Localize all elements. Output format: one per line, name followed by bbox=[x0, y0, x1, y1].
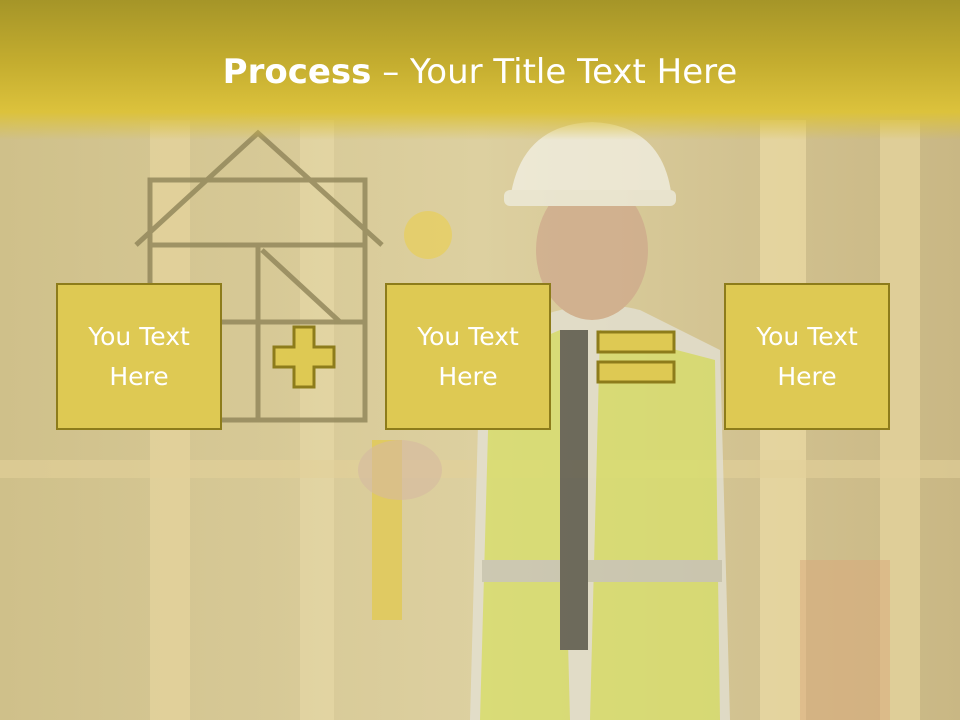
process-box-1: You Text Here bbox=[56, 283, 222, 430]
title-rest: Your Title Text Here bbox=[410, 52, 738, 92]
title-bold: Process bbox=[222, 52, 372, 92]
process-box-label: You Text Here bbox=[417, 321, 519, 391]
title-band bbox=[0, 0, 960, 140]
equals-icon bbox=[596, 330, 676, 384]
slide-title: Process – Your Title Text Here bbox=[0, 52, 960, 92]
title-separator: – bbox=[371, 52, 411, 92]
process-box-label: You Text Here bbox=[756, 321, 858, 391]
process-box-label: You Text Here bbox=[88, 321, 190, 391]
process-box-2: You Text Here bbox=[385, 283, 551, 430]
process-box-3: You Text Here bbox=[724, 283, 890, 430]
plus-icon bbox=[272, 325, 336, 389]
